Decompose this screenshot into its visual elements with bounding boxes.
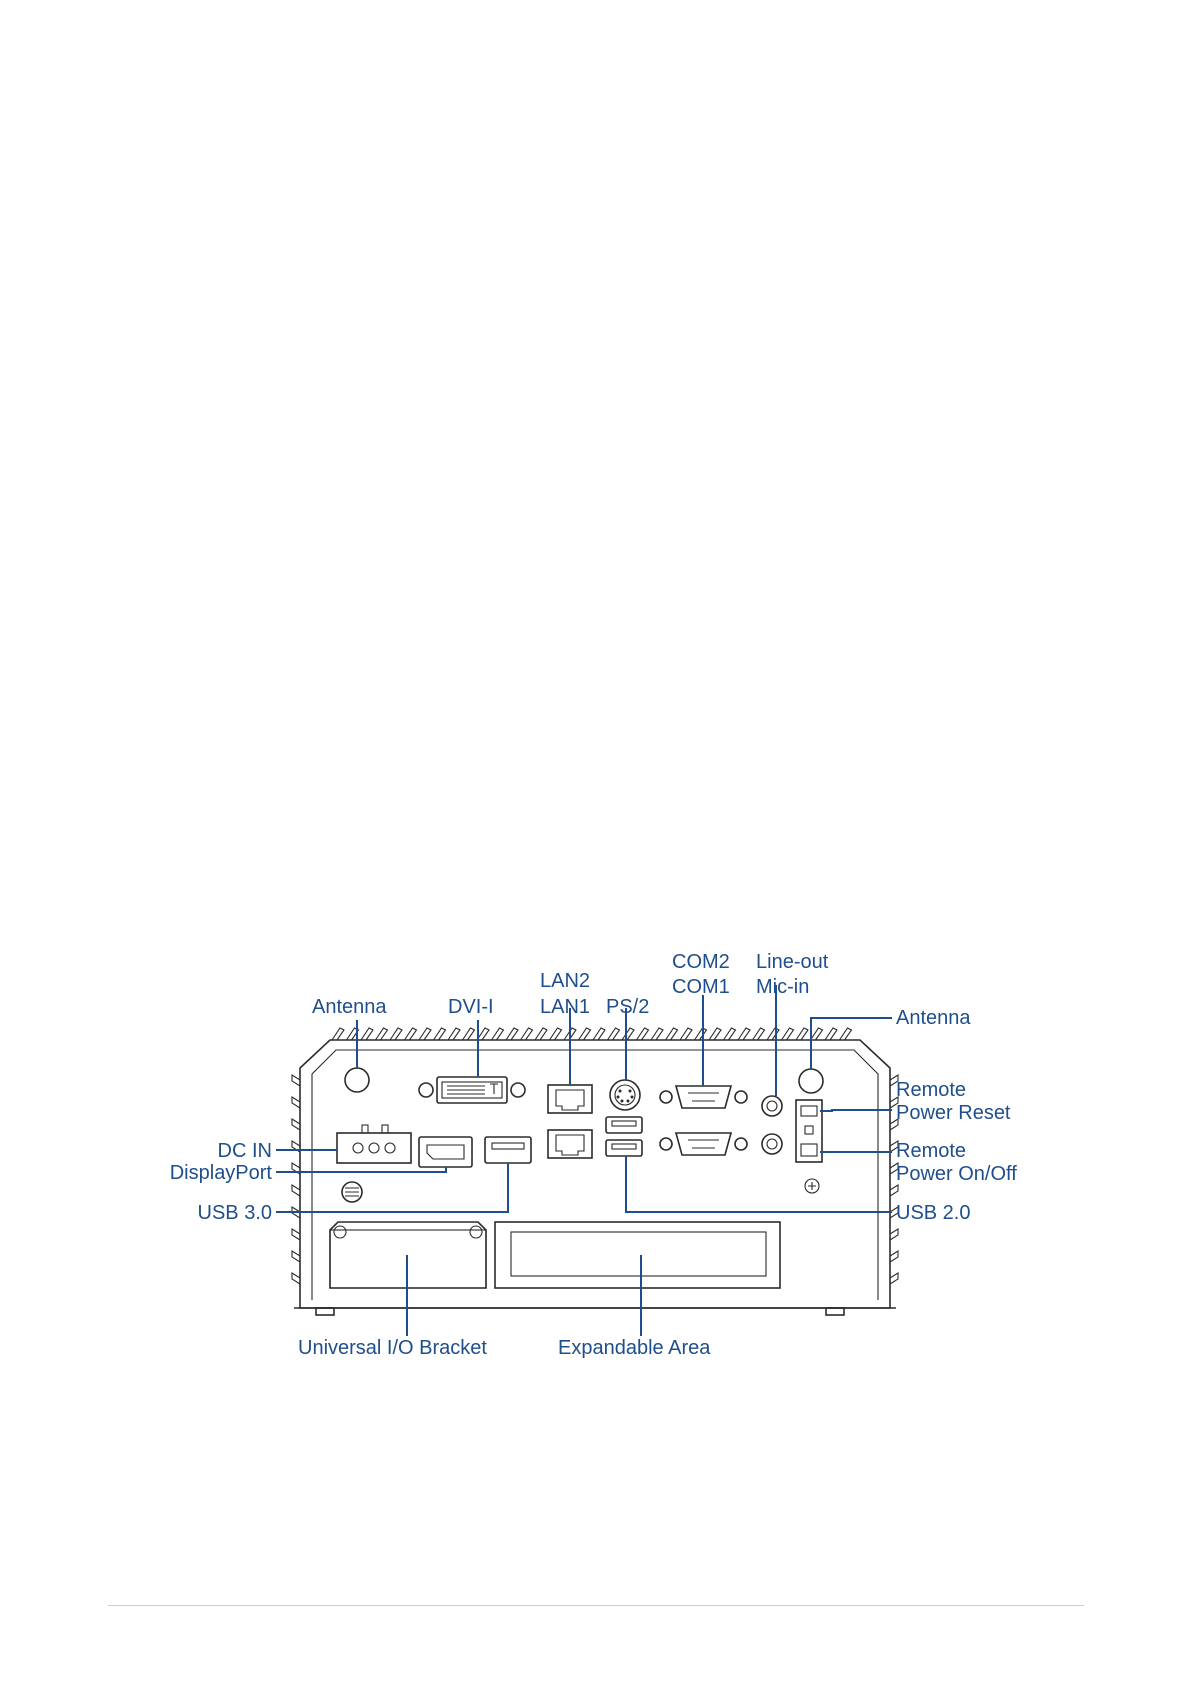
heatsink-fin <box>419 1028 431 1040</box>
heatsink-fin <box>651 1028 663 1040</box>
ps2-port <box>610 1080 640 1110</box>
dc-in-connector <box>337 1125 411 1163</box>
ground-screw-icon <box>342 1182 362 1202</box>
label-antenna-left: Antenna <box>312 996 387 1018</box>
line-out-jack <box>762 1096 782 1116</box>
heatsink-fins-top <box>332 1028 852 1040</box>
heatsink-fin <box>695 1028 707 1040</box>
heatsink-fin <box>622 1028 634 1040</box>
mic-in-jack <box>762 1134 782 1154</box>
dvi-port <box>419 1077 525 1103</box>
heatsink-fin <box>292 1273 300 1284</box>
heatsink-fin <box>390 1028 402 1040</box>
heatsink-fin <box>434 1028 446 1040</box>
heatsink-fin <box>680 1028 692 1040</box>
heatsink-fin <box>593 1028 605 1040</box>
heatsink-fin <box>292 1229 300 1240</box>
heatsink-fin <box>292 1075 300 1086</box>
heatsink-fin <box>361 1028 373 1040</box>
heatsink-fin <box>782 1028 794 1040</box>
label-remote-onoff-2: Power On/Off <box>896 1163 1017 1185</box>
lan1-port <box>548 1130 592 1158</box>
heatsink-fin <box>550 1028 562 1040</box>
heatsink-fin <box>811 1028 823 1040</box>
heatsink-fin <box>890 1185 898 1196</box>
heatsink-fin <box>637 1028 649 1040</box>
heatsink-fin <box>840 1028 852 1040</box>
antenna-right-port <box>799 1069 823 1093</box>
chassis <box>294 1040 896 1315</box>
label-remote-reset-2: Power Reset <box>896 1102 1011 1124</box>
heatsink-fin <box>463 1028 475 1040</box>
heatsink-fin <box>535 1028 547 1040</box>
heatsink-fin <box>506 1028 518 1040</box>
footer-rule <box>108 1605 1084 1606</box>
heatsink-fin <box>709 1028 721 1040</box>
heatsink-fin <box>332 1028 344 1040</box>
displayport-port <box>419 1137 472 1167</box>
remote-power-terminal <box>796 1100 822 1162</box>
heatsink-fin <box>724 1028 736 1040</box>
heatsink-fin <box>292 1251 300 1262</box>
heatsink-fin <box>376 1028 388 1040</box>
heatsink-fin <box>825 1028 837 1040</box>
label-usb3: USB 3.0 <box>198 1202 272 1224</box>
label-ps2: PS/2 <box>606 996 649 1018</box>
usb3-port <box>485 1137 531 1163</box>
heatsink-fin <box>767 1028 779 1040</box>
usb2-ports <box>606 1117 642 1156</box>
label-lan1: LAN1 <box>540 996 590 1018</box>
heatsink-fin <box>608 1028 620 1040</box>
heatsink-fin <box>890 1229 898 1240</box>
heatsink-fin <box>492 1028 504 1040</box>
lan2-port <box>548 1085 592 1113</box>
leader-lines <box>276 985 892 1336</box>
label-dc-in: DC IN <box>218 1140 272 1162</box>
heatsink-fin <box>521 1028 533 1040</box>
label-dvi: DVI-I <box>448 996 494 1018</box>
label-universal-io-bracket: Universal I/O Bracket <box>298 1337 487 1359</box>
screw-icon <box>805 1179 819 1193</box>
heatsink-fin <box>405 1028 417 1040</box>
label-displayport: DisplayPort <box>170 1162 273 1184</box>
heatsink-fin <box>579 1028 591 1040</box>
antenna-left-port <box>345 1068 369 1092</box>
label-antenna-right: Antenna <box>896 1007 971 1029</box>
label-lan2: LAN2 <box>540 970 590 992</box>
com2-port <box>660 1086 747 1108</box>
heatsink-fin <box>292 1185 300 1196</box>
expandable-area <box>495 1222 780 1288</box>
com1-port <box>660 1133 747 1155</box>
label-line-out: Line-out <box>756 951 829 973</box>
label-com1: COM1 <box>672 976 730 998</box>
heatsink-fin <box>890 1251 898 1262</box>
heatsink-fin <box>753 1028 765 1040</box>
heatsink-fin <box>890 1273 898 1284</box>
heatsink-fin <box>666 1028 678 1040</box>
label-usb2: USB 2.0 <box>896 1202 970 1224</box>
heatsink-fin <box>292 1097 300 1108</box>
heatsink-fin <box>738 1028 750 1040</box>
label-remote-reset-1: Remote <box>896 1079 966 1101</box>
heatsink-fin <box>448 1028 460 1040</box>
label-expandable-area: Expandable Area <box>558 1337 711 1359</box>
heatsink-fin <box>292 1119 300 1130</box>
label-remote-onoff-1: Remote <box>896 1140 966 1162</box>
label-mic-in: Mic-in <box>756 976 809 998</box>
label-com2: COM2 <box>672 951 730 973</box>
heatsink-fin <box>796 1028 808 1040</box>
